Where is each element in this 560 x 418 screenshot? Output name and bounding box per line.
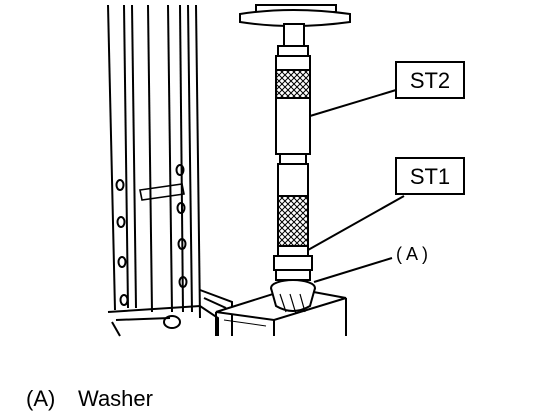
legend: (A) Washer <box>26 386 153 412</box>
press-head <box>239 4 351 47</box>
legend-value: Washer <box>78 386 153 411</box>
a-label: ( A ) <box>396 244 428 264</box>
st1-tool <box>273 153 313 281</box>
st1-callout: ST1 <box>307 157 465 251</box>
st1-label: ST1 <box>410 164 450 189</box>
press-frame <box>107 4 233 337</box>
a-callout: ( A ) <box>313 244 428 283</box>
legend-key: (A) <box>26 386 56 411</box>
washer <box>270 279 316 315</box>
st2-callout: ST2 <box>309 61 465 117</box>
st2-label: ST2 <box>410 68 450 93</box>
st2-tool <box>275 45 311 155</box>
